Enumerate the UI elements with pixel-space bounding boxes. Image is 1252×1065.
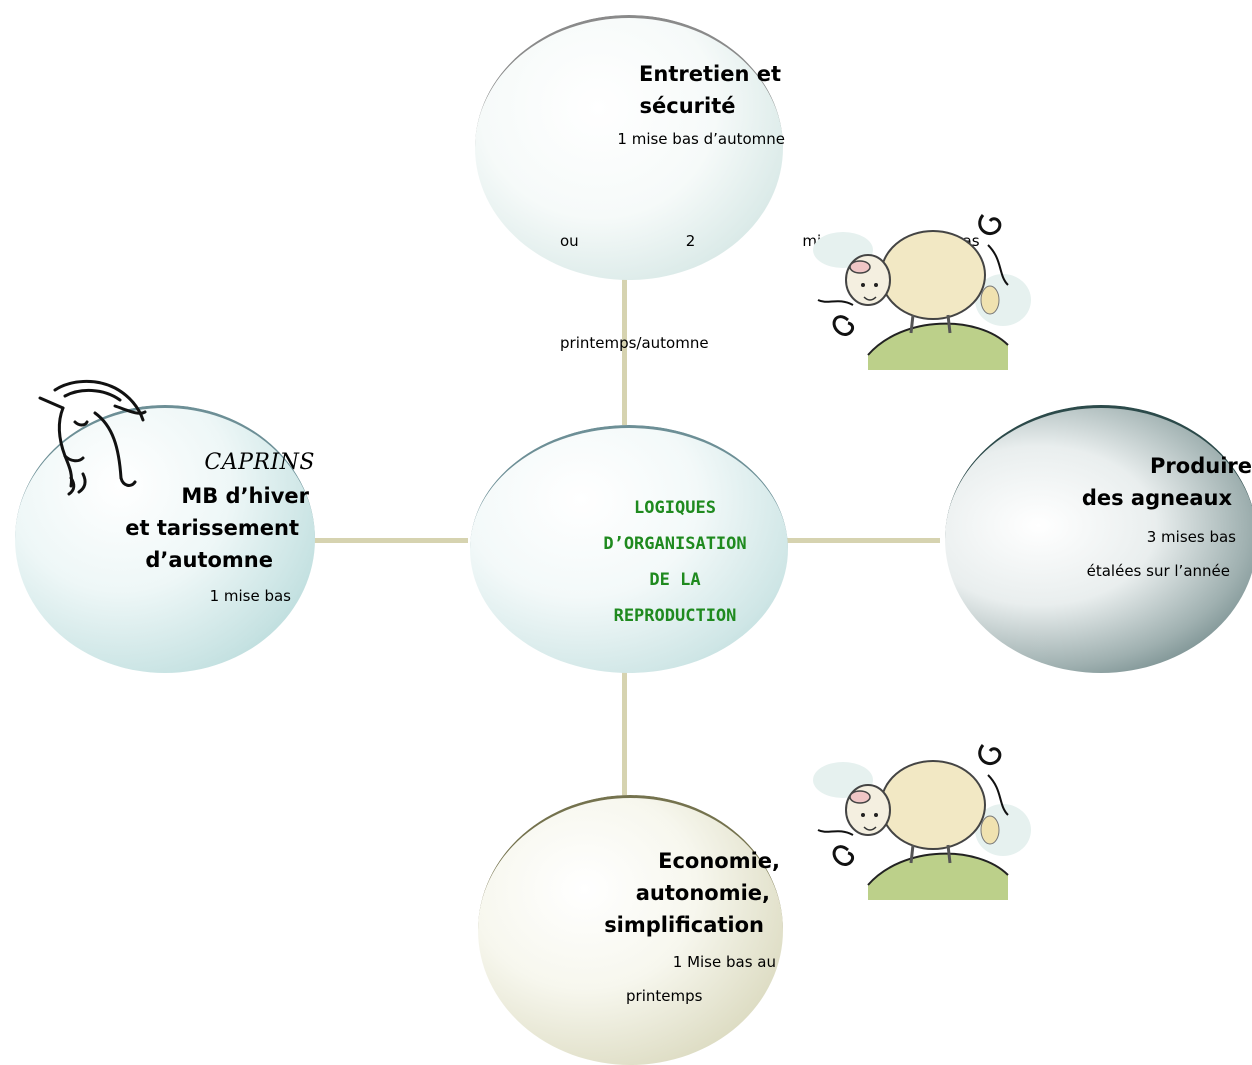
connector-right (782, 538, 940, 543)
right-body-line: 3 mises bas (1146, 528, 1236, 546)
center-title: LOGIQUES D’ORGANISATION DE LA REPRODUCTI… (560, 490, 790, 634)
left-body-line: 1 mise bas (209, 587, 291, 605)
top-body-line: printemps/automne (560, 334, 709, 352)
sheep-icon (813, 744, 1031, 900)
right-node (945, 405, 1252, 673)
center-line: LOGIQUES (634, 498, 716, 518)
right-body-line: étalées sur l’année (1086, 562, 1230, 580)
top-title-line: Entretien et (639, 62, 781, 86)
top-body-line: 1 mise bas d’automne (617, 130, 785, 148)
left-node-text: CAPRINS MB d’hiver et tarissement d’auto… (100, 450, 315, 616)
top-body-line: ou 2 mises bas (560, 232, 980, 250)
bottom-title-line: autonomie, (635, 881, 770, 905)
top-title-line: sécurité (639, 94, 736, 118)
bottom-title-line: simplification (604, 913, 764, 937)
right-title-line: des agneaux (1081, 486, 1232, 510)
bottom-title-line: Economie, (658, 849, 780, 873)
top-node-text: Entretien et sécurité 1 mise bas d’autom… (560, 58, 980, 360)
center-node (470, 425, 788, 673)
bottom-body-line: 1 Mise bas au (672, 953, 776, 971)
connector-left (312, 538, 468, 543)
left-title-line: d’automne (145, 548, 273, 572)
left-title-line: et tarissement (125, 516, 299, 540)
center-line: D’ORGANISATION (603, 534, 747, 554)
center-line: REPRODUCTION (613, 606, 737, 626)
connector-top (622, 278, 627, 430)
goat-head-icon (38, 379, 147, 496)
caprins-label: CAPRINS (204, 450, 315, 475)
bottom-body-line: printemps (626, 987, 703, 1005)
connector-bottom (622, 672, 627, 802)
left-title-line: MB d’hiver (181, 484, 309, 508)
sheep-icon (813, 214, 1031, 370)
top-node (475, 15, 783, 280)
right-node-text: Produire des agneaux 3 mises bas étalées… (1010, 450, 1252, 588)
right-title-line: Produire (1150, 454, 1252, 478)
center-line: DE LA (649, 570, 701, 590)
bottom-node-text: Economie, autonomie, simplification 1 Mi… (560, 845, 780, 1013)
